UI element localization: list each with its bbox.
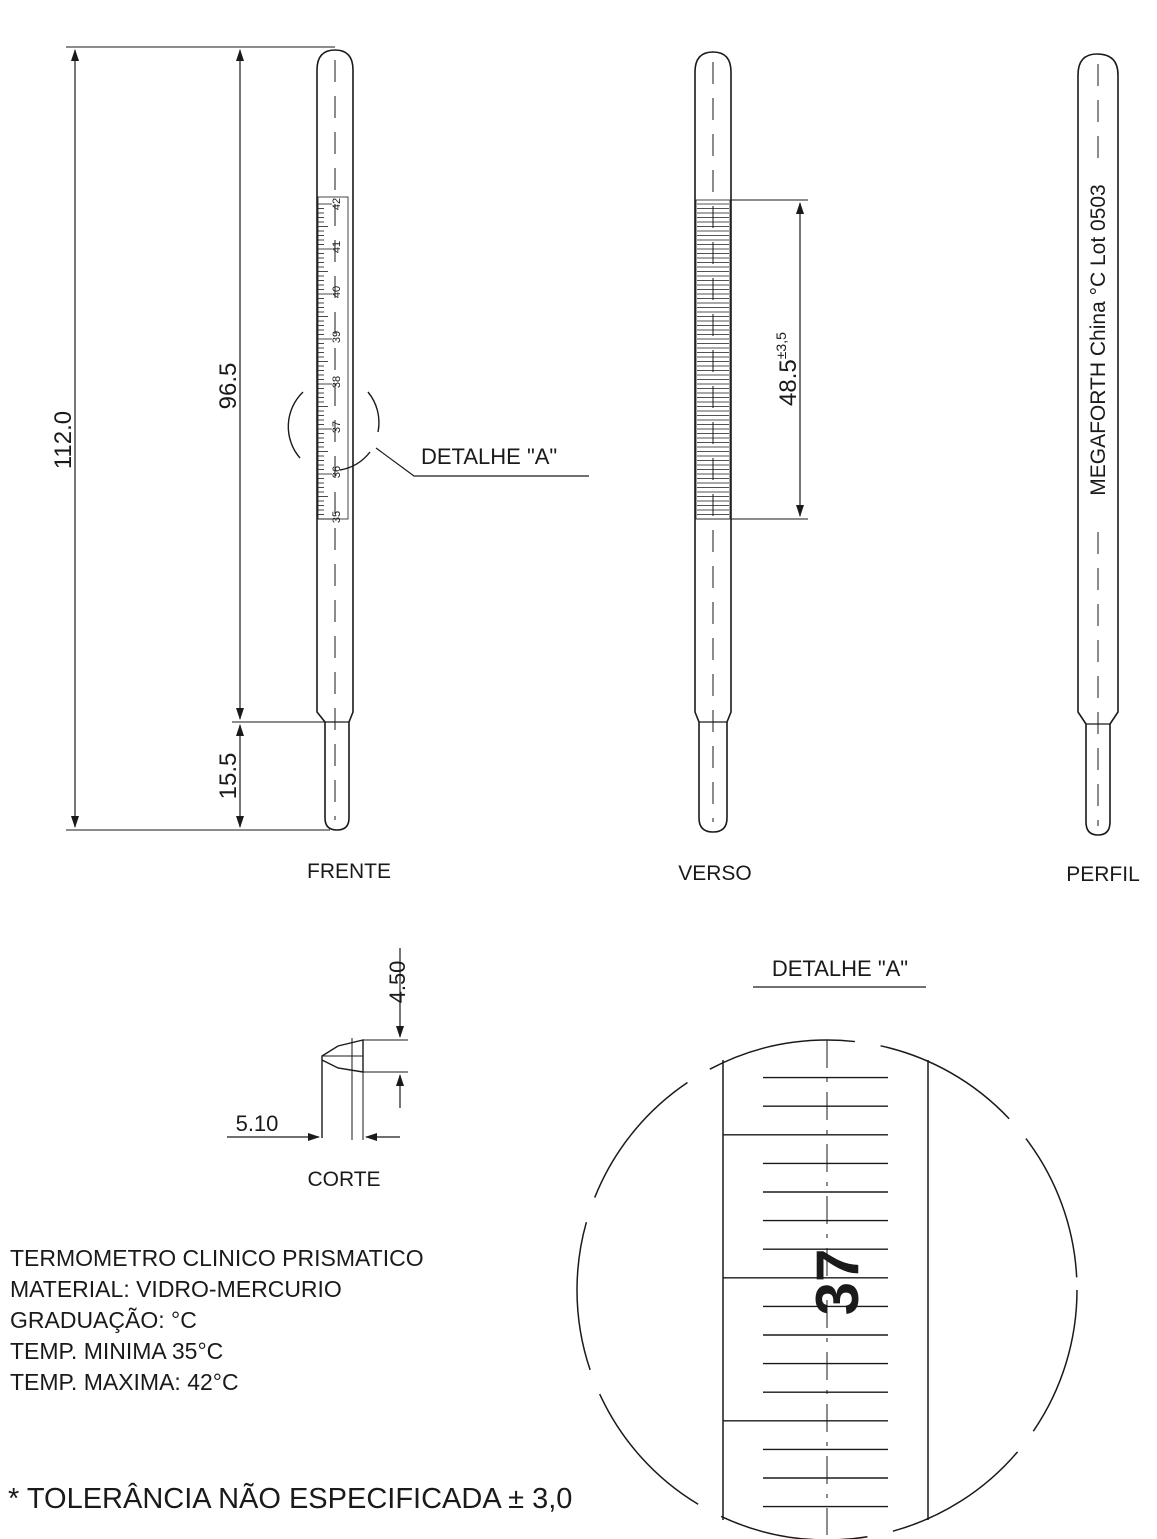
- section-view-label: CORTE: [307, 1168, 380, 1191]
- front-scale-ticks: [318, 203, 332, 520]
- profile-thermometer-outline: [1077, 53, 1119, 836]
- specifications-block: TERMOMETRO CLINICO PRISMATICO MATERIAL: …: [10, 1243, 424, 1398]
- dim-scale-label: 48.5±3,5: [773, 332, 802, 406]
- profile-view-label: PERFIL: [1066, 863, 1140, 886]
- dim-overall-label: 112.0: [50, 411, 77, 469]
- scale-number-40: 40: [331, 286, 343, 298]
- front-view: [66, 46, 589, 831]
- back-scale-ticks: [697, 203, 729, 520]
- spec-line-max-temp: TEMP. MAXIMA: 42°C: [10, 1369, 239, 1395]
- scale-number-39: 39: [331, 331, 343, 343]
- detail-a-callout-label: DETALHE "A": [421, 444, 557, 469]
- front-view-label: FRENTE: [307, 860, 391, 883]
- scale-number-35: 35: [331, 511, 343, 523]
- dim-section-height-label: 4.50: [385, 961, 410, 1004]
- detail-scale-number: 37: [804, 1249, 871, 1316]
- dim-bulb-label: 15.5: [215, 753, 242, 800]
- back-thermometer-outline: [694, 51, 732, 833]
- section-view: [227, 948, 408, 1141]
- tolerance-note: * TOLERÂNCIA NÃO ESPECIFICADA ± 3,0: [8, 1483, 573, 1515]
- spec-line-product: TERMOMETRO CLINICO PRISMATICO: [10, 1245, 424, 1271]
- dim-section-width-label: 5.10: [236, 1111, 279, 1136]
- detail-scale-ticks: [723, 1076, 888, 1508]
- back-view-label: VERSO: [678, 862, 752, 885]
- detail-a-title: DETALHE "A": [772, 956, 908, 981]
- detail-a-view: [576, 1039, 1078, 1539]
- front-scale-area: [317, 196, 349, 520]
- profile-marking-text: MEGAFORTH China °C Lot 0503: [1087, 184, 1110, 495]
- detail-a-leader: [375, 447, 589, 477]
- spec-line-min-temp: TEMP. MINIMA 35°C: [10, 1338, 224, 1364]
- dim-body-label: 96.5: [215, 363, 242, 410]
- dim-scale-tolerance: ±3,5: [773, 332, 789, 359]
- front-scale-numbers: 35 36 37 38 39 40 41 42: [331, 198, 343, 523]
- front-thermometer-outline: [316, 49, 354, 831]
- dim-scale-value: 48.5: [775, 359, 802, 406]
- scale-number-42: 42: [331, 198, 343, 210]
- section-profile-shape: [321, 1039, 364, 1138]
- spec-line-graduation: GRADUAÇÃO: °C: [10, 1307, 197, 1333]
- spec-line-material: MATERIAL: VIDRO-MERCURIO: [10, 1276, 342, 1302]
- scale-number-38: 38: [331, 376, 343, 388]
- scale-number-36: 36: [331, 466, 343, 478]
- scale-number-41: 41: [331, 241, 343, 253]
- scale-number-37: 37: [331, 421, 343, 433]
- back-view: [694, 51, 808, 833]
- detail-a-circle: [287, 391, 304, 459]
